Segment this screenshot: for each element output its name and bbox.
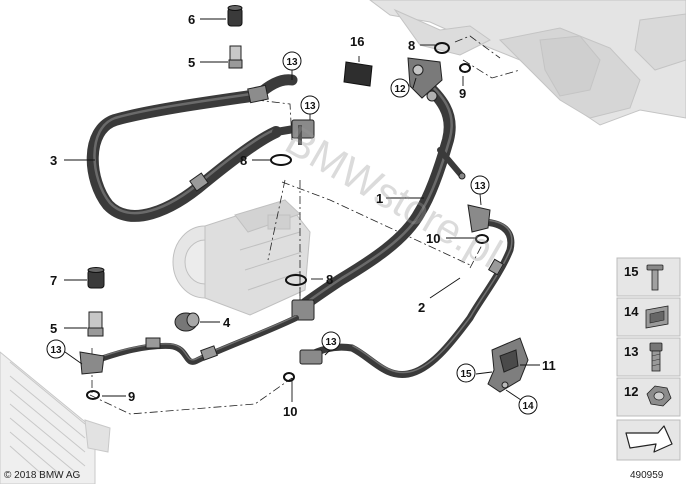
- bolt-flange-icon: [646, 264, 664, 291]
- circled-12: 12: [390, 78, 410, 98]
- arrow-down-right-icon: [625, 425, 673, 453]
- callout-5-top: 5: [188, 55, 195, 70]
- circled-13-center-text: 13: [325, 337, 337, 348]
- legend-panel: 15 14 13 12: [616, 257, 681, 461]
- legend-row-13: 13: [616, 337, 681, 377]
- callout-9-bottom: 9: [128, 389, 135, 404]
- callout-numbers: 6 5 3 8 1 8 7 5 4 9 10 10 2 11 8 9 16: [50, 12, 556, 419]
- circled-13-right: 13: [470, 175, 490, 195]
- legend-row-12: 12: [616, 377, 681, 417]
- legend-number-15: 15: [624, 264, 638, 279]
- o-ring-9-bottom: [86, 390, 100, 400]
- watermark: BMWstore.pl: [278, 116, 510, 277]
- circled-12-text: 12: [394, 84, 406, 95]
- background-condenser: [0, 351, 111, 484]
- background-compressor: [172, 199, 311, 316]
- part-16-pad: [343, 61, 373, 87]
- circled-13-top: 13: [282, 51, 302, 71]
- circled-14-text: 14: [522, 401, 534, 412]
- legend-arrow-box: [616, 419, 681, 461]
- hose-1-fittings: [291, 57, 466, 321]
- part-4-valve-cap: [174, 312, 200, 332]
- hex-nut-icon: [646, 385, 672, 407]
- legend-number-14: 14: [624, 304, 639, 319]
- callout-11: 11: [542, 358, 556, 373]
- o-ring-8-top: [434, 42, 450, 54]
- callout-16: 16: [350, 34, 364, 49]
- o-ring-8-middle: [270, 154, 292, 166]
- part-7-cap: [87, 267, 105, 289]
- copyright-text: © 2018 BMW AG: [4, 470, 81, 481]
- hose-2-fittings: [299, 204, 505, 365]
- callout-1: 1: [376, 191, 383, 206]
- hose-3-fitting: [189, 84, 315, 192]
- callout-9-top: 9: [459, 86, 466, 101]
- legend-number-13: 13: [624, 344, 638, 359]
- callout-10-bottom: 10: [283, 404, 297, 419]
- part-5-valve-bottom: [87, 311, 104, 337]
- callout-4: 4: [223, 315, 231, 330]
- part-11-bracket: [487, 337, 529, 393]
- circled-13-top-text: 13: [286, 57, 298, 68]
- o-ring-10-bottom: [283, 372, 295, 382]
- callout-8-middle: 8: [240, 153, 247, 168]
- circled-15-text: 15: [460, 369, 472, 380]
- o-ring-9-top: [459, 63, 471, 73]
- hex-screw-icon: [649, 342, 663, 372]
- part-5-valve-top: [228, 45, 243, 69]
- callout-6: 6: [188, 12, 195, 27]
- circled-13-center: 13: [321, 331, 341, 351]
- o-ring-10-right: [475, 234, 489, 244]
- liquid-line-lower: [89, 315, 299, 365]
- background-engine-block: [369, 0, 686, 126]
- callout-7: 7: [50, 273, 57, 288]
- legend-number-12: 12: [624, 384, 638, 399]
- circled-13-left: 13: [46, 339, 66, 359]
- o-ring-8-lower: [285, 274, 307, 286]
- guide-lines: [89, 35, 521, 415]
- hose-1: [294, 74, 456, 314]
- callout-8-top: 8: [408, 38, 415, 53]
- circled-13-upper: 13: [300, 95, 320, 115]
- liquid-line-fittings: [79, 337, 218, 375]
- circled-13-left-text: 13: [50, 345, 62, 356]
- clip-nut-icon: [645, 305, 669, 329]
- legend-row-15: 15: [616, 257, 681, 297]
- callout-10-right: 10: [426, 231, 440, 246]
- hose-3: [86, 89, 282, 222]
- part-6-cap: [227, 5, 243, 27]
- callout-2: 2: [418, 300, 425, 315]
- legend-row-14: 14: [616, 297, 681, 337]
- diagram-number: 490959: [630, 470, 664, 481]
- circled-callouts: 13 13 13 13 13 12 15 14: [46, 51, 538, 415]
- hose-2: [306, 218, 515, 378]
- callout-8-lower: 8: [326, 272, 333, 287]
- circled-14: 14: [518, 395, 538, 415]
- o-rings: [86, 42, 489, 400]
- circled-13-upper-text: 13: [304, 101, 316, 112]
- circled-15: 15: [456, 363, 476, 383]
- callout-3: 3: [50, 153, 57, 168]
- circled-13-right-text: 13: [474, 181, 486, 192]
- callout-5-bottom: 5: [50, 321, 57, 336]
- leader-lines: [64, 18, 540, 402]
